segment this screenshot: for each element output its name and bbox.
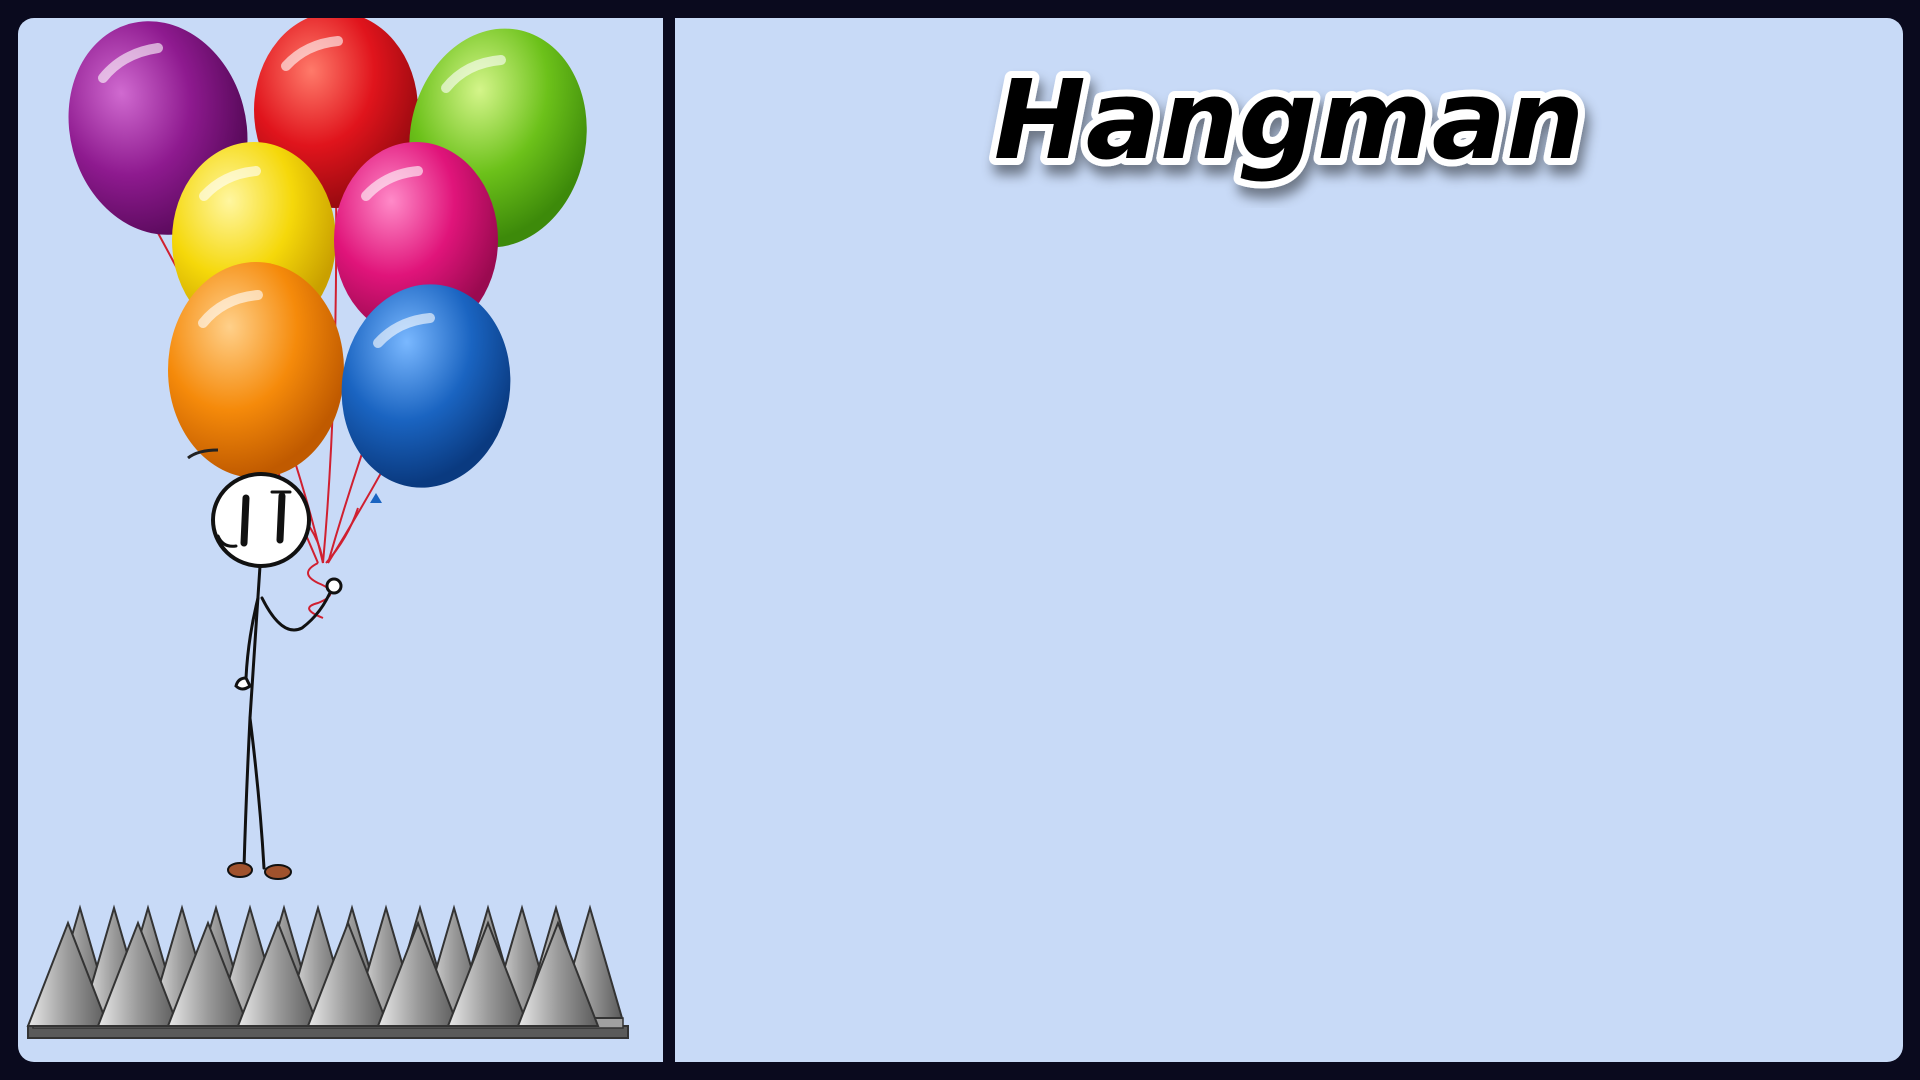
balloon-bunch-icon (68, 18, 587, 503)
hangman-scene-panel (18, 18, 663, 1062)
panel-divider (663, 18, 675, 1062)
title-area: Hangman (675, 38, 1903, 208)
hangman-scene (26, 18, 629, 1039)
spikes-icon (26, 904, 629, 1039)
stickman-icon (211, 472, 343, 880)
balloon-pink (334, 142, 498, 338)
game-panel: Hangman (675, 18, 1903, 1062)
balloon-blue (341, 284, 511, 503)
stickman-head (211, 472, 311, 568)
game-title: Hangman (994, 56, 1585, 184)
title-graphic: Hangman (987, 49, 1592, 191)
balloon-orange (168, 262, 344, 478)
